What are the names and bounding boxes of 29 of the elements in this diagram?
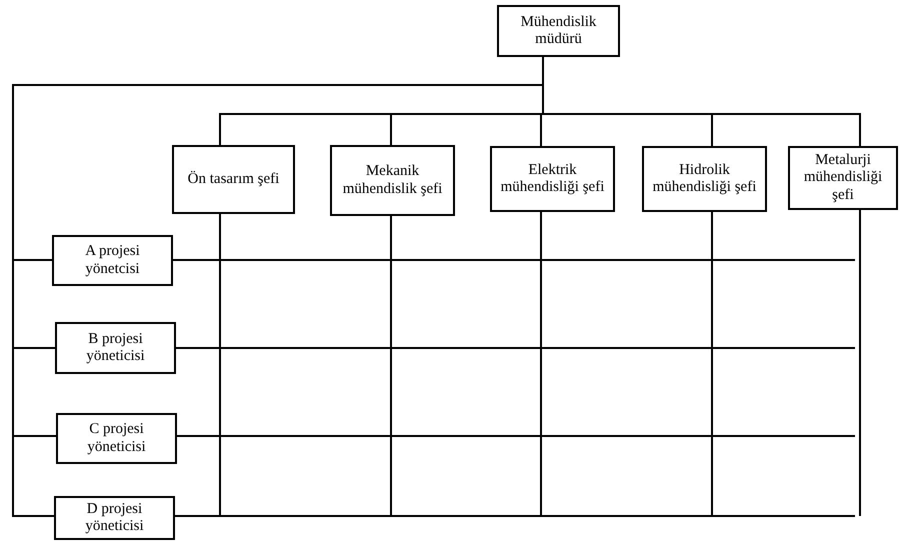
connector-line — [390, 216, 392, 516]
role-box — [490, 146, 615, 212]
connector-line — [175, 515, 855, 517]
role-title: C projesi yöneticisi — [86, 421, 147, 456]
connector-line — [219, 214, 221, 516]
role-box — [172, 145, 295, 214]
role-title: Hidrolik mühendisliği şefi — [652, 162, 758, 196]
role-title: Ön tasarım şefi — [188, 170, 280, 188]
connector-line — [859, 210, 861, 516]
role-title: A projesi yönetcisi — [84, 243, 141, 278]
connector-line — [173, 259, 855, 261]
role-box — [52, 235, 173, 286]
manager-box — [497, 5, 620, 57]
role-title: Mühendislik müdürü — [520, 14, 598, 48]
role-title: D projesi yöneticisi — [84, 500, 145, 536]
role-title: Metalurji mühendisliği şefi — [802, 152, 884, 204]
connector-line — [540, 212, 542, 516]
role-box — [788, 146, 898, 210]
connector-line — [176, 347, 855, 349]
connector-line — [177, 435, 855, 437]
role-box — [330, 145, 455, 216]
role-box — [642, 146, 767, 212]
role-title: Mekanik mühendislik şefi — [342, 163, 444, 198]
role-title: B projesi yöneticisi — [85, 330, 146, 366]
connector-line — [711, 212, 713, 516]
role-box — [56, 413, 177, 464]
role-title: Elektrik mühendisliği şefi — [500, 162, 606, 196]
role-box — [54, 496, 175, 540]
role-box — [55, 322, 176, 374]
